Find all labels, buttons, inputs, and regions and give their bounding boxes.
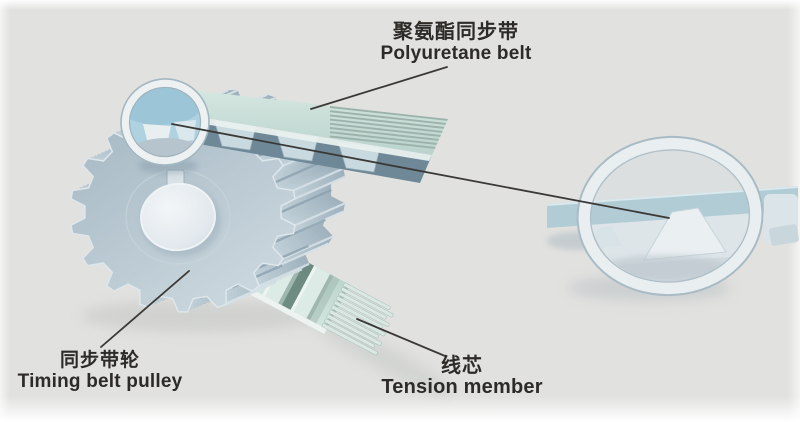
label-tension-member: 线芯 Tension member: [381, 356, 542, 398]
belt-tooth-profile: [643, 207, 727, 261]
label-polyurethane-belt-en: Polyuretane belt: [380, 43, 532, 64]
magnified-belt-section: [546, 135, 799, 297]
label-tension-member-zh: 线芯: [440, 355, 483, 377]
tension-cord: [333, 300, 383, 329]
tension-cord: [340, 287, 394, 318]
pulley-shadow: [82, 300, 318, 332]
label-tension-member-en: Tension member: [381, 376, 543, 398]
leader-lines: [100, 66, 670, 357]
loupe-ring: [120, 78, 210, 166]
tension-cord: [343, 282, 391, 310]
tension-cord: [321, 323, 378, 356]
belt-section-top: [547, 186, 798, 228]
label-timing-belt-pulley-zh: 同步带轮: [59, 350, 140, 371]
leader-belt: [310, 66, 448, 110]
tension-cord: [326, 314, 382, 346]
magnifier-ring: [576, 135, 764, 297]
label-polyurethane-belt-zh: 聚氨酯同步带: [393, 21, 519, 43]
pulley-hub: [140, 182, 216, 252]
tension-cord: [328, 309, 379, 339]
belt-segment-body: [235, 238, 394, 356]
tension-cord: [324, 318, 375, 348]
leader-tension: [356, 318, 446, 357]
leader-pulley: [100, 270, 190, 348]
tension-cord: [336, 296, 390, 327]
leader-magnifier: [171, 123, 670, 219]
belt-segment-tension-member: [235, 238, 394, 356]
detail-circle-small: [120, 78, 210, 174]
tension-cord: [338, 291, 387, 320]
label-timing-belt-pulley-en: Timing belt pulley: [17, 371, 183, 392]
label-polyurethane-belt: 聚氨酯同步带 Polyuretane belt: [380, 21, 532, 65]
label-timing-belt-pulley: 同步带轮 Timing belt pulley: [18, 350, 183, 392]
